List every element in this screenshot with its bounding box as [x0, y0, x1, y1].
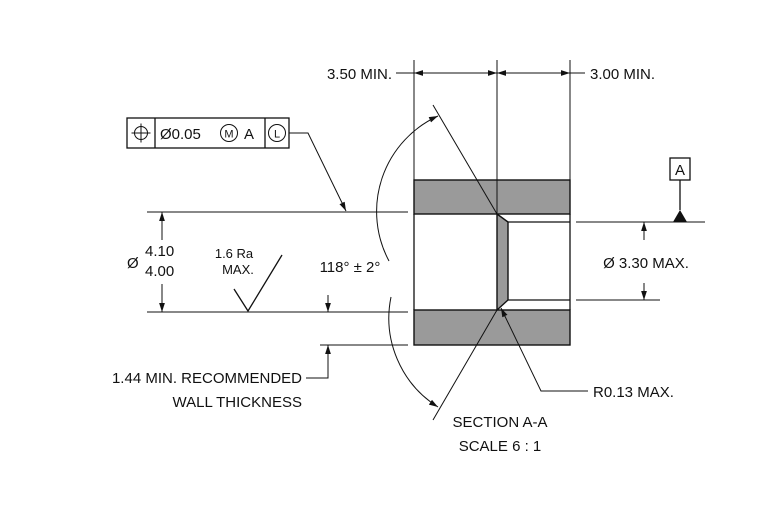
cone-angle-label: 118° ± 2°: [320, 259, 381, 276]
fcf-modifier: M: [224, 129, 233, 141]
position-symbol-icon: [131, 123, 151, 143]
angle-arc-lower: [388, 296, 439, 408]
datum-feature: A: [576, 157, 705, 223]
radius-label: R0.13 MAX.: [593, 384, 674, 401]
outer-diameter-lower: 4.00: [145, 263, 174, 280]
drill-point-wall: [496, 212, 509, 312]
cone-angle-dimension: 118° ± 2°: [320, 104, 498, 421]
lmc-circle-icon: [268, 124, 286, 142]
datum-label: A: [675, 162, 685, 179]
cone-extension-upper: [432, 104, 498, 215]
datum-triangle-icon: [673, 210, 687, 222]
outer-diameter-upper: 4.10: [145, 243, 174, 260]
mmc-circle-icon: [220, 124, 238, 142]
right-length-label: 3.00 MIN.: [590, 66, 655, 83]
feature-control-frame: Ø0.05 M A L: [126, 117, 347, 212]
fcf-datum-modifier: L: [274, 129, 280, 141]
part-section: [413, 179, 571, 346]
outer-diameter-dimension: Ø 4.10 4.00: [127, 211, 408, 313]
fcf-datum: A: [244, 126, 254, 143]
wall-note-line1: 1.44 MIN. RECOMMENDED: [112, 370, 302, 387]
section-scale: SCALE 6 : 1: [459, 438, 542, 455]
wall-thickness-dimension: 1.44 MIN. RECOMMENDED WALL THICKNESS: [112, 295, 408, 411]
part-upper-wall: [413, 179, 571, 215]
section-title: SECTION A-A: [452, 414, 547, 431]
inner-diameter-dimension: Ø 3.30 MAX.: [576, 222, 689, 301]
radius-leader: [500, 307, 588, 392]
wall-note-line2: WALL THICKNESS: [173, 394, 302, 411]
angle-arc-upper: [376, 115, 439, 262]
fcf-leader: [289, 132, 347, 212]
part-lower-wall: [413, 309, 571, 346]
radius-dimension: R0.13 MAX.: [500, 307, 674, 401]
length-dimensions: 3.50 MIN. 3.00 MIN.: [327, 60, 655, 214]
inner-diameter-label: Ø 3.30 MAX.: [603, 255, 689, 272]
cone-extension-lower: [432, 309, 498, 421]
outer-diameter-symbol: Ø: [127, 255, 139, 272]
surface-finish-max: MAX.: [222, 262, 254, 277]
surface-finish-symbol-icon: [233, 254, 283, 313]
section-title-block: SECTION A-A SCALE 6 : 1: [452, 414, 547, 455]
fcf-tolerance: Ø0.05: [160, 126, 201, 143]
surface-finish: 1.6 Ra MAX.: [215, 246, 283, 313]
left-length-label: 3.50 MIN.: [327, 66, 392, 83]
surface-finish-value: 1.6 Ra: [215, 246, 254, 261]
wall-leader: [306, 360, 329, 379]
